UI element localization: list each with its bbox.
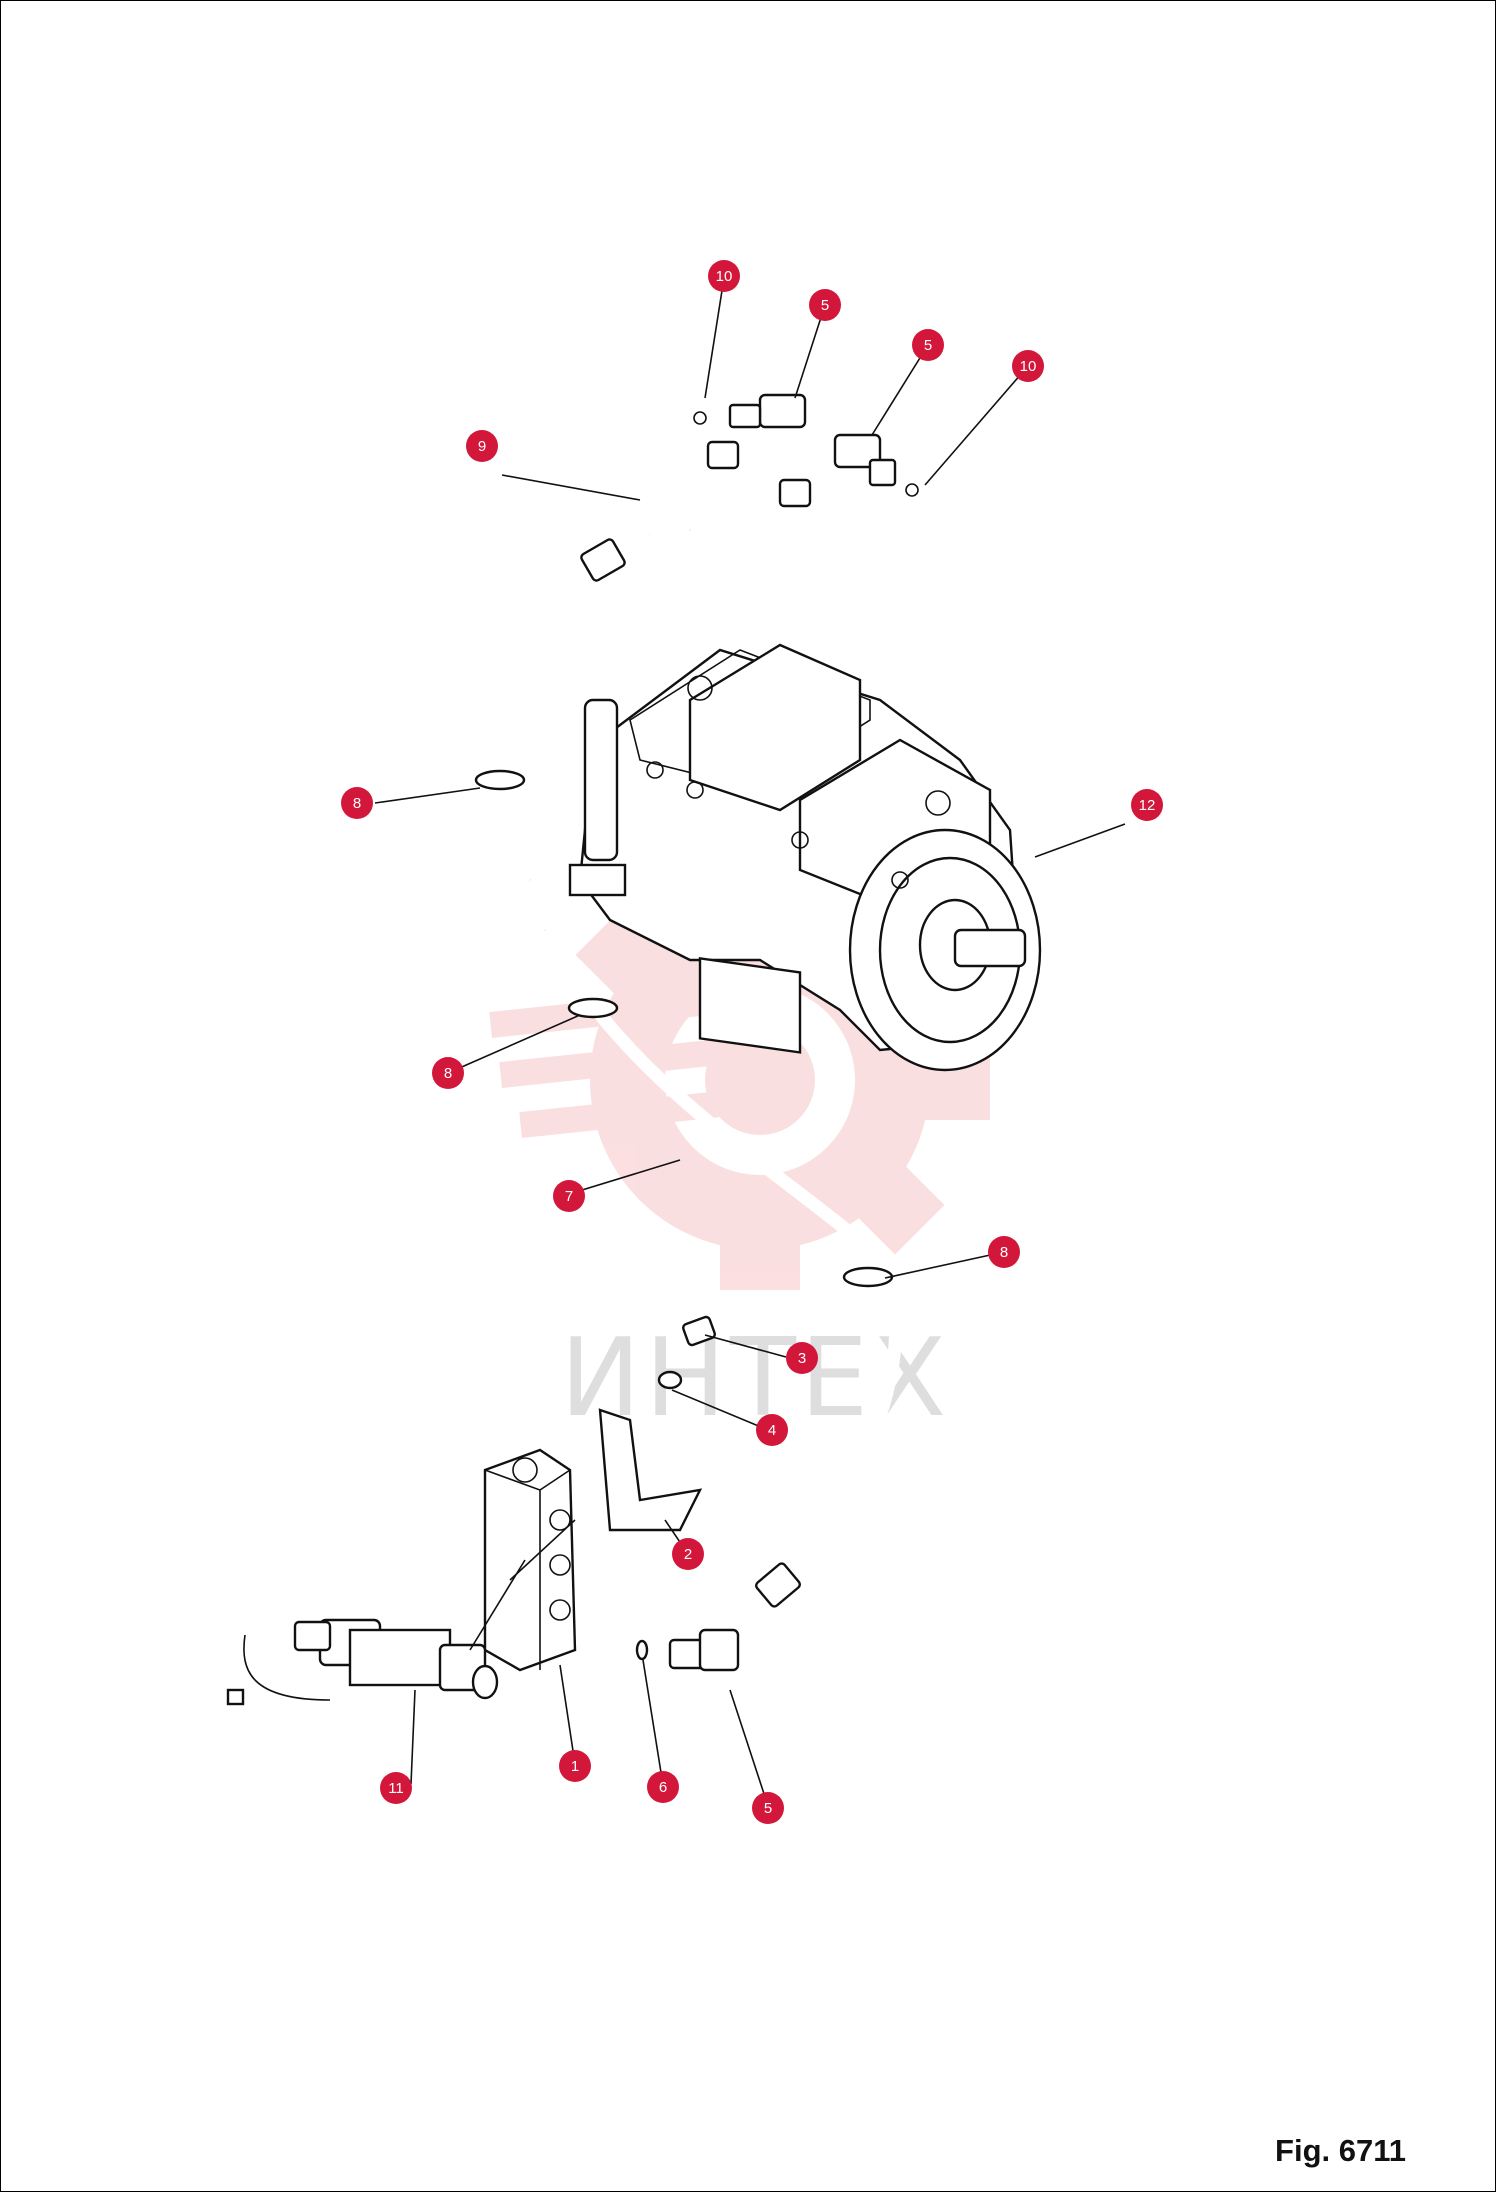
svg-text:9: 9 — [478, 438, 486, 455]
svg-text:8: 8 — [1000, 1244, 1008, 1261]
svg-text:5: 5 — [764, 1800, 772, 1817]
callout-10-right[interactable]: 10 — [1012, 350, 1044, 382]
callout-5-bottom[interactable]: 5 — [752, 1792, 784, 1824]
callout-4[interactable]: 4 — [756, 1414, 788, 1446]
svg-text:8: 8 — [444, 1065, 452, 1082]
svg-text:10: 10 — [716, 268, 733, 285]
svg-text:2: 2 — [684, 1546, 692, 1563]
svg-text:12: 12 — [1139, 797, 1156, 814]
callout-10-top[interactable]: 10 — [708, 260, 740, 292]
callout-5-top-right[interactable]: 5 — [912, 329, 944, 361]
svg-text:4: 4 — [768, 1422, 776, 1439]
svg-text:11: 11 — [388, 1780, 404, 1797]
svg-text:3: 3 — [798, 1350, 806, 1367]
svg-text:8: 8 — [353, 795, 361, 812]
svg-text:6: 6 — [659, 1779, 667, 1796]
upper-fittings — [649, 393, 919, 547]
figure-label: Fig. 6711 — [1275, 2133, 1406, 2168]
callout-3[interactable]: 3 — [786, 1342, 818, 1374]
svg-text:7: 7 — [565, 1188, 573, 1205]
callout-1[interactable]: 1 — [559, 1750, 591, 1782]
svg-text:10: 10 — [1020, 358, 1037, 375]
hose-assembly — [474, 538, 902, 1608]
callout-7[interactable]: 7 — [553, 1180, 585, 1212]
callout-12[interactable]: 12 — [1131, 789, 1163, 821]
callout-8-lower[interactable]: 8 — [988, 1236, 1020, 1268]
callout-2[interactable]: 2 — [672, 1538, 704, 1570]
callout-8-middle[interactable]: 8 — [432, 1057, 464, 1089]
callout-5-top-left[interactable]: 5 — [809, 289, 841, 321]
callout-6[interactable]: 6 — [647, 1771, 679, 1803]
callout-11[interactable]: 11 — [380, 1772, 412, 1804]
hydraulic-pump — [568, 643, 1042, 1072]
valve-block-assembly — [483, 1315, 740, 1672]
svg-text:5: 5 — [924, 337, 932, 354]
solenoid-valve — [226, 1618, 499, 1706]
leader-lines — [374, 277, 1126, 1807]
svg-text:5: 5 — [821, 297, 829, 314]
svg-text:1: 1 — [571, 1758, 579, 1775]
callout-8-upper[interactable]: 8 — [341, 787, 373, 819]
callout-9[interactable]: 9 — [466, 430, 498, 462]
